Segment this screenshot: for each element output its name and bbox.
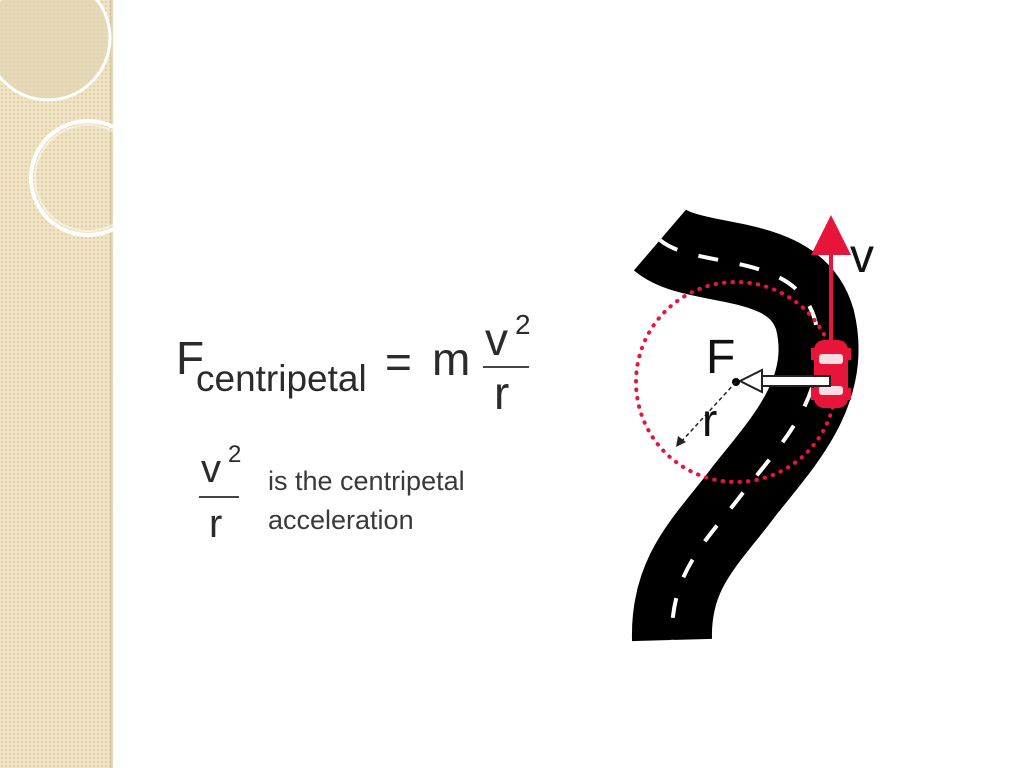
decorative-circles <box>0 0 130 237</box>
curved-road-diagram: v F r <box>631 207 874 642</box>
formula-mass: m <box>432 333 471 385</box>
formula-equals: = <box>385 336 412 388</box>
radius-label: r <box>702 394 717 446</box>
car <box>811 340 851 408</box>
road <box>631 207 859 642</box>
force-label: F <box>706 331 735 384</box>
formula-fraction-bar <box>483 366 529 368</box>
explanation-text-line2: acceleration <box>268 505 414 535</box>
formula-denominator: r <box>494 367 510 419</box>
formula-exponent: 2 <box>515 309 531 340</box>
sidebar-edge <box>110 0 114 768</box>
formula-numerator: v <box>485 313 508 365</box>
explanation-numerator: v <box>201 447 221 491</box>
explanation-exponent: 2 <box>228 441 242 468</box>
explanation-denominator: r <box>209 502 223 546</box>
force-arrow <box>737 368 831 394</box>
velocity-label: v <box>850 230 874 283</box>
explanation-fraction-bar <box>199 496 239 498</box>
formula-force-symbol: F <box>176 332 205 384</box>
explanation-text-line1: is the centripetal <box>268 466 465 496</box>
lane-markings <box>658 238 821 641</box>
formula-subscript: centripetal <box>196 358 367 399</box>
radius-arrowhead <box>676 436 686 447</box>
decorative-sidebar <box>0 0 113 768</box>
